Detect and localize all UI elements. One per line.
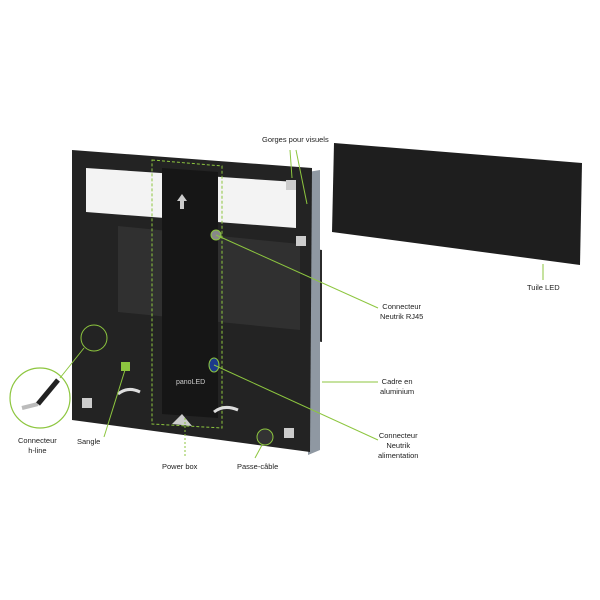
handle (117, 387, 141, 396)
label-line: Connecteur (18, 436, 57, 445)
led-tile (332, 143, 582, 265)
corner-plate (82, 398, 92, 408)
label-passe-cable: Passe-câble (237, 462, 279, 471)
strap (121, 362, 130, 371)
hline-bolt (36, 378, 60, 406)
label-tuile-led: Tuile LED (527, 283, 560, 292)
label-power-box: Power box (162, 462, 198, 471)
label-line: alimentation (378, 451, 419, 460)
label-line: aluminium (380, 387, 415, 396)
label-connecteur-rj45: Connecteur Neutrik RJ45 (380, 302, 423, 322)
label-line: Neutrik (386, 441, 411, 450)
corner-plate (286, 180, 296, 190)
corner-plate (284, 428, 294, 438)
corner-plate (296, 236, 306, 246)
cable-pass-highlight (256, 428, 274, 446)
power-box-outline (151, 159, 223, 429)
label-cadre-aluminium: Cadre en aluminium (380, 377, 414, 397)
label-sangle: Sangle (77, 437, 101, 446)
label-line: Connecteur (382, 302, 422, 311)
power-box (162, 168, 218, 418)
hline-connector-icon (21, 402, 39, 410)
arrow-up-icon (177, 194, 187, 209)
label-connecteur-alimentation: Connecteur Neutrik alimentation (378, 431, 418, 461)
label-line: h-line (28, 446, 47, 455)
hline-highlight-small (80, 324, 108, 352)
leader-lines (59, 149, 544, 459)
label-connecteur-hline: Connecteur h-line (18, 436, 57, 456)
label-line: Neutrik RJ45 (380, 312, 424, 321)
bottom-bracket (172, 414, 192, 426)
brand-logo: panoLED (176, 379, 206, 386)
label-gorges-pour-visuels: Gorges pour visuels (262, 135, 329, 144)
label-line: Connecteur (378, 431, 418, 440)
handle (213, 405, 239, 414)
label-line: Cadre en (381, 377, 413, 386)
